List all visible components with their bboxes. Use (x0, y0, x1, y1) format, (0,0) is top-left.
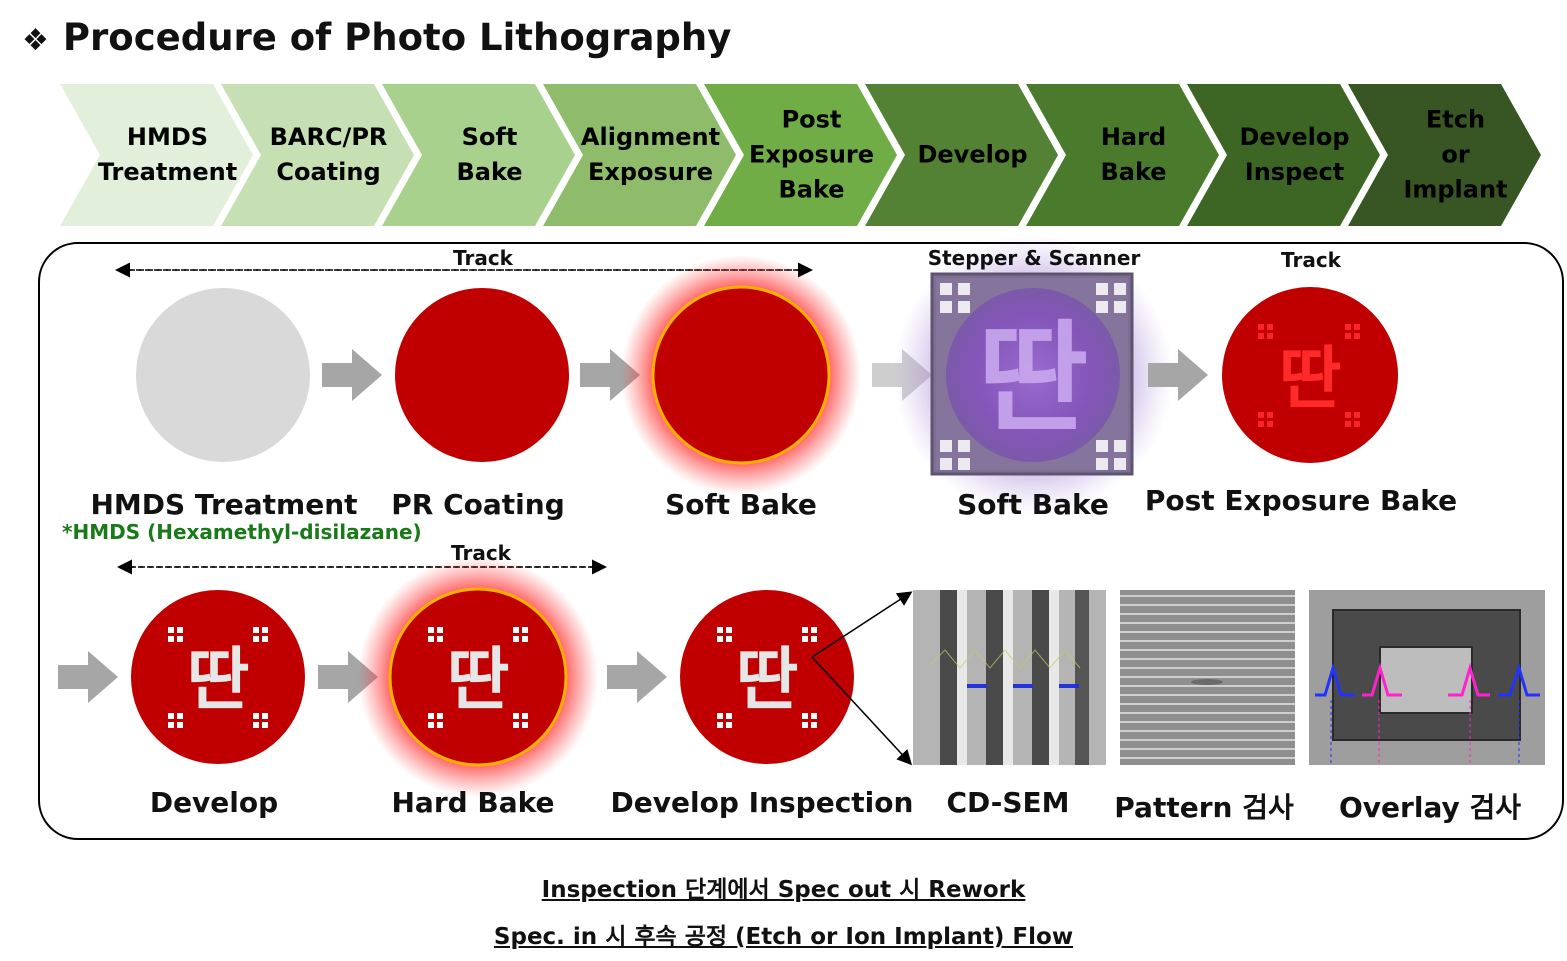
footer-line-2: Spec. in 시 후속 공정 (Etch or Ion Implant) F… (493, 924, 1074, 950)
wafer-pr-coating (395, 288, 569, 462)
mask-pattern-glyph: 딴 (978, 310, 1088, 449)
chevron-step-text: Implant (1403, 175, 1508, 204)
page-title-text: Procedure of Photo Lithography (62, 16, 732, 59)
chevron-step-label-6: Develop (885, 138, 1060, 173)
hmds-note: *HMDS (Hexamethyl-disilazane) (62, 520, 422, 544)
label-hard-bake: Hard Bake (391, 786, 555, 819)
flow-arrow (58, 651, 118, 703)
pattern-defect (1191, 679, 1223, 685)
label-pattern-inspection: Pattern 검사 (1114, 791, 1294, 824)
chevron-step-text: Coating (276, 158, 381, 186)
chevron-step-text: Hard (1100, 123, 1167, 151)
overlay-image (1309, 590, 1545, 765)
label-develop-inspection: Develop Inspection (610, 786, 914, 819)
page-title: ❖ Procedure of Photo Lithography (22, 16, 731, 59)
chevron-step-text: Bake (456, 158, 523, 186)
chevron-step-text: Exposure (748, 140, 875, 169)
label-hmds-treatment: HMDS Treatment (90, 488, 358, 521)
chevron-step-5 (704, 84, 897, 226)
process-panel (38, 242, 1564, 840)
chevron-step-text: Develop (1239, 123, 1350, 151)
chevron-step-text: Bake (1100, 158, 1167, 186)
chevron-step-2 (221, 84, 414, 226)
wafer-inspection (680, 590, 854, 764)
chevron-step-text: Etch (1425, 105, 1486, 134)
label-develop: Develop (149, 786, 279, 819)
chevron-step-1 (60, 84, 253, 226)
chevron-step-text: Bake (778, 175, 845, 204)
wafer-develop (131, 590, 305, 764)
chevron-step-label-2: BARC/PR Coating (241, 120, 416, 190)
chevron-step-4 (543, 84, 736, 226)
label-soft-bake: Soft Bake (665, 488, 817, 521)
chevron-step-text: Alignment (580, 123, 721, 151)
wafer-hmds (136, 288, 310, 462)
wafer-peb (1222, 287, 1398, 463)
track-label-row1: Track (453, 246, 513, 270)
wafer-exposure (946, 288, 1120, 462)
pattern-sem-image (1120, 590, 1295, 765)
latent-pattern-glyph: 딴 (1279, 340, 1342, 419)
chevron-step-7 (1026, 84, 1219, 226)
label-post-exposure-bake: Post Exposure Bake (1144, 484, 1458, 517)
label-exposure: Soft Bake (957, 488, 1109, 521)
track-label-peb: Track (1281, 248, 1341, 272)
hardened-pattern-glyph: 딴 (447, 641, 510, 720)
chevron-step-text: Post (781, 105, 842, 134)
chevron-step-text: Inspect (1244, 158, 1345, 186)
zoom-line-top (811, 591, 913, 658)
label-overlay-inspection: Overlay 검사 (1338, 791, 1522, 824)
footer-line-1: Inspection 단계에서 Spec out 시 Rework (541, 877, 1026, 903)
chevron-step-9 (1348, 84, 1541, 226)
chevron-step-3 (382, 84, 575, 226)
chevron-step-text: Treatment (97, 158, 238, 186)
process-chevrons (60, 84, 1541, 226)
equipment-label: Stepper & Scanner (927, 246, 1141, 270)
chevron-step-text: BARC/PR (269, 123, 388, 151)
chevron-step-text: or (1441, 140, 1470, 169)
zoom-line-bottom (811, 656, 913, 766)
label-cd-sem: CD-SEM (946, 786, 1070, 819)
chevron-step-text: Exposure (587, 158, 714, 186)
chevron-step-text: Soft (461, 123, 518, 151)
chevron-step-text: HMDS (126, 123, 209, 151)
developed-pattern-glyph: 딴 (187, 641, 250, 720)
chevron-step-text: Develop (917, 140, 1028, 169)
chevron-step-6 (865, 84, 1058, 226)
track-label-row2: Track (451, 541, 511, 565)
flow-arrow (322, 349, 382, 401)
cd-sem-image (913, 590, 1106, 765)
chevron-step-label-1: HMDS Treatment (80, 120, 255, 190)
wafer-soft-bake (651, 285, 831, 465)
bullet-icon: ❖ (22, 23, 49, 58)
inspected-pattern-glyph: 딴 (736, 641, 799, 720)
flow-arrow (607, 651, 667, 703)
label-pr-coating: PR Coating (391, 488, 565, 521)
chevron-step-8 (1187, 84, 1380, 226)
